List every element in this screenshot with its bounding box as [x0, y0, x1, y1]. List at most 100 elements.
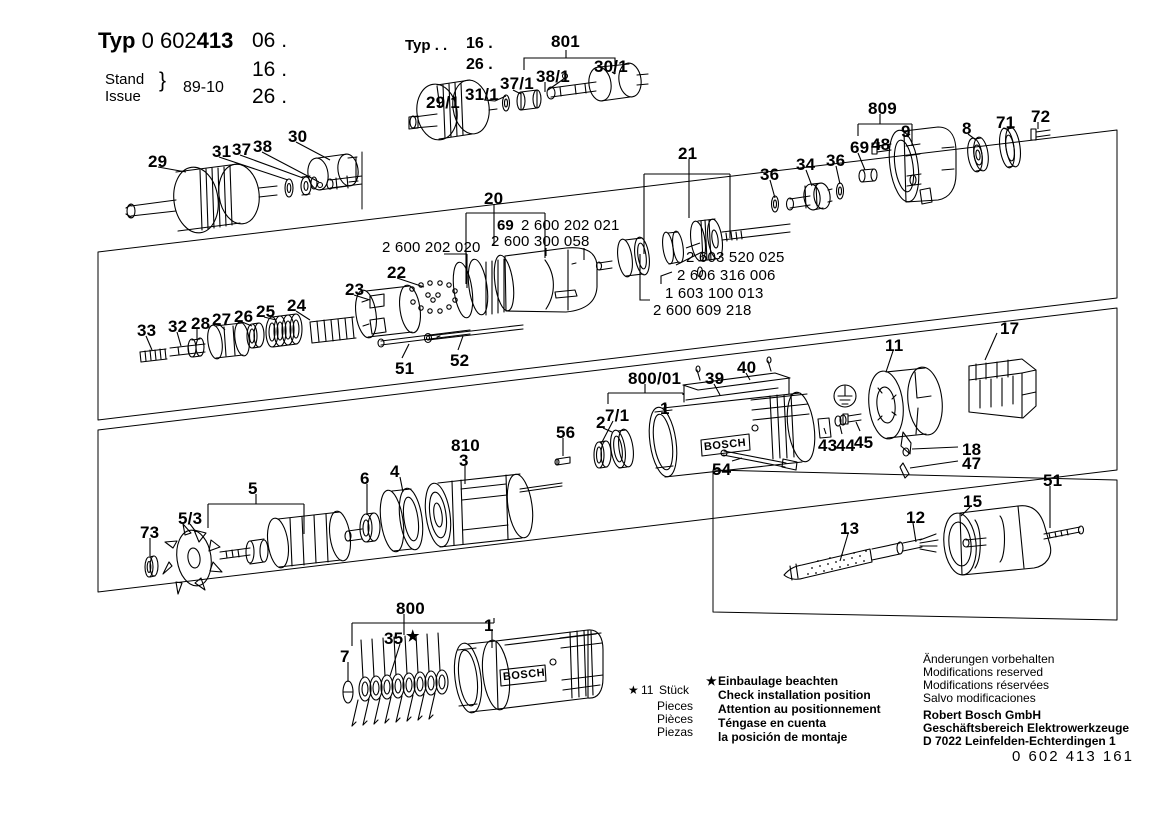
issue-date: 89-10 [183, 79, 224, 96]
typ-number-bold: 413 [196, 28, 234, 53]
callout-36-right: 36 [826, 151, 846, 170]
callout-27: 27 [212, 310, 232, 329]
callout-17: 17 [1000, 319, 1020, 338]
callout-25: 25 [256, 302, 276, 321]
callout-4: 4 [390, 462, 400, 481]
callout-34: 34 [796, 155, 816, 174]
callout-26: 26 [234, 307, 254, 326]
legend-note-star-icon: ★ [706, 674, 717, 688]
legend-count-word: Stück [659, 683, 690, 697]
callout-3: 3 [459, 451, 469, 470]
callout-801: 801 [551, 32, 580, 51]
star-icon-35: ★ [406, 628, 420, 645]
callout-71: 71 [996, 113, 1016, 132]
callout-31: 31 [212, 142, 232, 161]
callout-30: 30 [288, 127, 308, 146]
callout-48: 48 [871, 135, 891, 154]
callout-35: 35 [384, 629, 404, 648]
callout-23: 23 [345, 280, 365, 299]
partnum-2600300058: 2 600 300 058 [491, 233, 590, 250]
partnum-2600609218: 2 600 609 218 [653, 302, 752, 319]
callout-44: 44 [836, 436, 856, 455]
legend-pieces-es: Piezas [657, 725, 694, 739]
partnum-2603520025: 2 603 520 025 [686, 249, 785, 266]
callout-8: 8 [962, 119, 972, 138]
partnum-2600202021: 2 600 202 021 [521, 217, 620, 234]
callout-5: 5 [248, 479, 258, 498]
callout-33: 33 [137, 321, 157, 340]
typ-variant-2: 16 . [252, 58, 288, 81]
callout-1-row3: 1 [660, 399, 670, 418]
callout-810: 810 [451, 436, 480, 455]
legend-pieces-fr: Pièces [657, 712, 694, 726]
callout-47: 47 [962, 454, 982, 473]
callout-29: 29 [148, 152, 168, 171]
callout-6: 6 [360, 469, 370, 488]
footer-reserved-de: Änderungen vorbehalten [923, 652, 1055, 666]
footer-company-name: Robert Bosch GmbH [923, 708, 1042, 722]
document-number: 0 602 413 161 [1012, 748, 1134, 765]
callout-51-b: 51 [1043, 471, 1063, 490]
typ-secondary-variant-2: 26 . [466, 56, 493, 73]
partnum-69: 69 [497, 217, 514, 234]
callout-21: 21 [678, 144, 698, 163]
callout-43: 43 [818, 436, 838, 455]
legend-note-es1: Téngase en cuenta [718, 716, 827, 730]
typ-secondary-variant-1: 16 . [466, 35, 493, 52]
callout-72: 72 [1031, 107, 1051, 126]
typ-heading: Typ 0 602413 [98, 30, 233, 52]
callout-37-1: 37/1 [500, 74, 534, 93]
callout-5-3: 5/3 [178, 509, 203, 528]
callout-32: 32 [168, 317, 188, 336]
callout-20: 20 [484, 189, 504, 208]
stand-label: Stand [105, 71, 145, 88]
callout-7-1: 7/1 [605, 406, 630, 425]
callout-13: 13 [840, 519, 860, 538]
callout-39: 39 [705, 369, 725, 388]
callout-9: 9 [901, 122, 911, 141]
legend-pieces-en: Pieces [657, 699, 694, 713]
partnum-1603100013: 1 603 100 013 [665, 285, 764, 302]
callout-36-left: 36 [760, 165, 780, 184]
issue-label: Issue [105, 88, 141, 105]
legend-star-icon: ★ [628, 683, 639, 697]
callout-15: 15 [963, 492, 983, 511]
callout-31-1: 31/1 [465, 85, 499, 104]
legend-note-title: Einbaulage beachten [718, 674, 839, 688]
callout-809: 809 [868, 99, 897, 118]
typ-variant-3: 26 . [252, 85, 288, 108]
partnum-2606316006: 2 606 316 006 [677, 267, 776, 284]
callout-45: 45 [854, 433, 874, 452]
footer-reserved-fr: Modifications réservées [923, 678, 1050, 692]
typ-number-light: 0 602 [141, 28, 197, 53]
callout-37: 37 [232, 140, 252, 159]
footer-reserved-en: Modifications reserved [923, 665, 1044, 679]
callout-52: 52 [450, 351, 470, 370]
callout-12: 12 [906, 508, 926, 527]
callout-2: 2 [596, 413, 606, 432]
typ-variant-1: 06 . [252, 29, 288, 52]
callout-56: 56 [556, 423, 576, 442]
legend-note-fr: Attention au positionnement [718, 702, 881, 716]
partnum-2600202020: 2 600 202 020 [382, 239, 481, 256]
callout-11: 11 [885, 336, 904, 355]
callout-29-1: 29/1 [426, 93, 460, 112]
callout-24: 24 [287, 296, 307, 315]
footer-company-address: D 7022 Leinfelden-Echterdingen 1 [923, 734, 1116, 748]
callout-40: 40 [737, 358, 757, 377]
callout-800: 800 [396, 599, 425, 618]
header-brace: } [159, 69, 167, 92]
callout-30-1: 30/1 [594, 57, 628, 76]
callout-7-bottom: 7 [340, 647, 350, 666]
callout-22: 22 [387, 263, 407, 282]
legend-note-en: Check installation position [718, 688, 871, 702]
callout-28: 28 [191, 314, 211, 333]
callout-51-a: 51 [395, 359, 415, 378]
callout-54: 54 [712, 460, 732, 479]
typ-secondary-label: Typ . . [405, 37, 448, 54]
legend-count: 11 [641, 683, 654, 697]
typ-label: Typ [98, 28, 136, 53]
